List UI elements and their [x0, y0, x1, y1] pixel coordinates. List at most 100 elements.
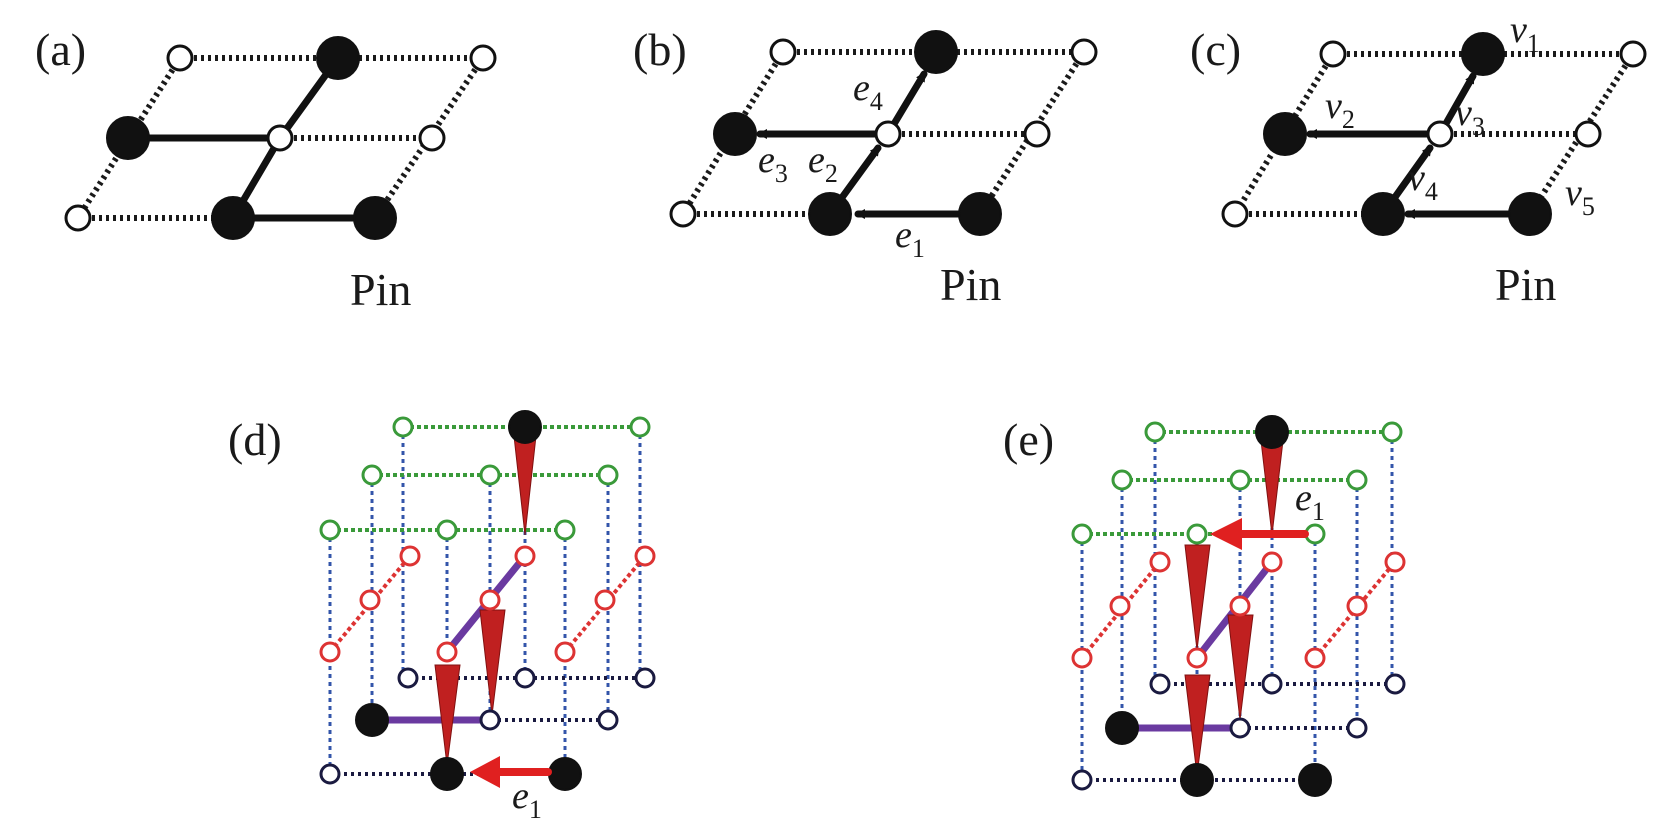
green-node: [436, 519, 458, 541]
navy-node: [1261, 673, 1283, 695]
cone-marker: [1227, 614, 1254, 721]
open-node: [64, 204, 92, 232]
red-arrow-head: [1210, 518, 1242, 550]
edge-label-e3: e3: [758, 139, 788, 188]
panel-d-label: (d): [228, 414, 282, 465]
navy-node: [479, 709, 501, 731]
green-node: [319, 519, 341, 541]
green-node: [597, 464, 619, 486]
green-node: [1071, 523, 1093, 545]
red-node: [594, 589, 616, 611]
navy-node: [597, 709, 619, 731]
navy-node: [1149, 673, 1171, 695]
green-node: [629, 416, 651, 438]
red-node: [1229, 595, 1251, 617]
red-node: [1346, 595, 1368, 617]
filled-node: [713, 112, 757, 156]
vertex-label-v2: v2: [1325, 85, 1355, 134]
green-node: [479, 464, 501, 486]
navy-node: [634, 667, 656, 689]
red-node: [319, 641, 341, 663]
filled-node: [353, 196, 397, 240]
green-node: [1229, 469, 1251, 491]
green-node: [1346, 469, 1368, 491]
open-node: [1619, 40, 1647, 68]
red-node: [634, 545, 656, 567]
red-node: [554, 641, 576, 663]
navy-node: [514, 667, 536, 689]
filled-node: [1461, 32, 1505, 76]
panel-b: (b) e1 e2 e3 e4 Pin: [633, 24, 1098, 310]
filled-node: [211, 196, 255, 240]
red-node: [514, 545, 536, 567]
filled-node: [1255, 415, 1289, 449]
navy-node: [1071, 769, 1093, 791]
panel-d: (d): [228, 410, 656, 824]
filled-node: [508, 410, 542, 444]
green-node: [554, 519, 576, 541]
panel-c-label: (c): [1190, 24, 1241, 75]
open-node: [769, 38, 797, 66]
filled-node: [808, 192, 852, 236]
red-node: [1186, 647, 1208, 669]
panel-c: (c) v1 v2 v3 v4 v5 Pin: [1190, 9, 1647, 310]
vertex-label-v1: v1: [1510, 9, 1540, 58]
filled-node: [1263, 112, 1307, 156]
open-node: [1574, 120, 1602, 148]
open-node: [166, 44, 194, 72]
green-node: [1144, 421, 1166, 443]
vertex-label-v3: v3: [1455, 92, 1485, 141]
red-node: [1261, 551, 1283, 573]
green-node: [392, 416, 414, 438]
filled-node: [355, 703, 389, 737]
edge-label-e4: e4: [853, 67, 883, 116]
panel-a-caption: Pin: [350, 264, 411, 315]
panel-b-caption: Pin: [940, 259, 1001, 310]
panel-b-label: (b): [633, 24, 687, 75]
open-node: [1221, 200, 1249, 228]
open-node: [1319, 40, 1347, 68]
open-node: [669, 200, 697, 228]
open-node: [469, 44, 497, 72]
navy-node: [1346, 717, 1368, 739]
cone-marker: [1184, 544, 1211, 651]
panel-a-label: (a): [35, 24, 86, 75]
filled-node: [958, 192, 1002, 236]
filled-node: [548, 757, 582, 791]
cone-marker: [479, 609, 506, 716]
open-node: [1426, 120, 1454, 148]
filled-node: [316, 36, 360, 80]
red-node: [359, 589, 381, 611]
red-node: [1304, 647, 1326, 669]
open-node: [1023, 120, 1051, 148]
edge-label-e1: e1: [512, 775, 542, 824]
vertex-label-v5: v5: [1565, 172, 1595, 221]
navy-node: [319, 763, 341, 785]
vertex-label-v4: v4: [1408, 157, 1438, 206]
red-node: [1071, 647, 1093, 669]
filled-node: [914, 30, 958, 74]
green-node: [1111, 469, 1133, 491]
red-node: [436, 641, 458, 663]
open-node: [418, 124, 446, 152]
red-node: [1109, 595, 1131, 617]
edge-label-e1: e1: [1295, 477, 1325, 526]
red-arrow-head: [470, 756, 500, 788]
panel-e-label: (e): [1003, 414, 1054, 465]
filled-node: [1361, 192, 1405, 236]
navy-node: [397, 667, 419, 689]
edge-label-e2: e2: [808, 139, 838, 188]
navy-node: [1384, 673, 1406, 695]
filled-node: [430, 757, 464, 791]
red-node: [399, 545, 421, 567]
filled-node: [106, 116, 150, 160]
open-node: [1070, 38, 1098, 66]
filled-node: [1298, 763, 1332, 797]
red-node: [1149, 551, 1171, 573]
cone-marker: [434, 664, 461, 766]
filled-node: [1508, 192, 1552, 236]
panel-a: (a) Pin: [35, 24, 497, 315]
red-node: [479, 589, 501, 611]
panel-c-caption: Pin: [1495, 259, 1556, 310]
green-node: [1186, 523, 1208, 545]
